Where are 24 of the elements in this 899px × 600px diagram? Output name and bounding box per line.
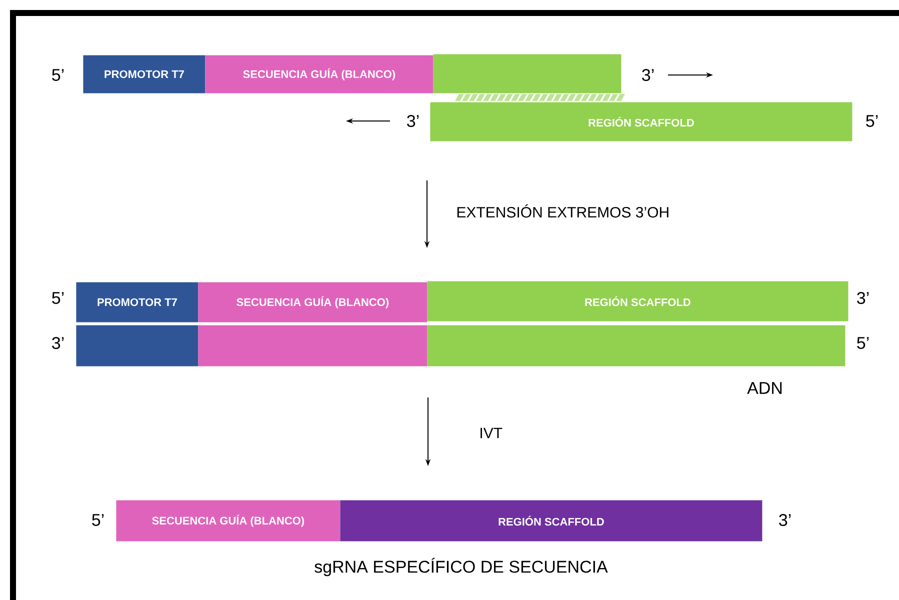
end-label: 3’ [857, 292, 869, 304]
end-label: ADN [747, 382, 782, 394]
edge-label: EXTENSIÓN EXTREMOS 3’OH [457, 204, 668, 218]
end-label: sgRNA ESPECÍFICO DE SECUENCIA [314, 558, 608, 576]
strand-segment [427, 325, 846, 366]
end-label: 3’ [407, 114, 419, 128]
end-label: 5’ [52, 69, 64, 81]
strand-segment [76, 325, 198, 366]
end-label: 3’ [779, 514, 791, 526]
strand-segment: PROMOTOR T7 [76, 282, 198, 322]
end-label: 5’ [52, 292, 64, 304]
strand-segment [433, 54, 622, 94]
end-label: 3’ [52, 336, 64, 350]
strand-segment: REGIÓN SCAFFOLD [427, 281, 848, 322]
strand-segment: PROMOTOR T7 [83, 55, 206, 94]
edge-label: IVT [480, 428, 502, 438]
strand-segment: SECUENCIA GUÍA (BLANCO) [116, 500, 340, 542]
strand-segment: REGIÓN SCAFFOLD [430, 102, 852, 142]
strand-segment: REGIÓN SCAFFOLD [340, 500, 762, 542]
end-label: 3’ [642, 68, 654, 82]
strand-segment: SECUENCIA GUÍA (BLANCO) [205, 55, 434, 94]
strand-segment: SECUENCIA GUÍA (BLANCO) [198, 282, 428, 322]
end-label: 5’ [857, 337, 869, 349]
strand-segment [198, 325, 428, 366]
